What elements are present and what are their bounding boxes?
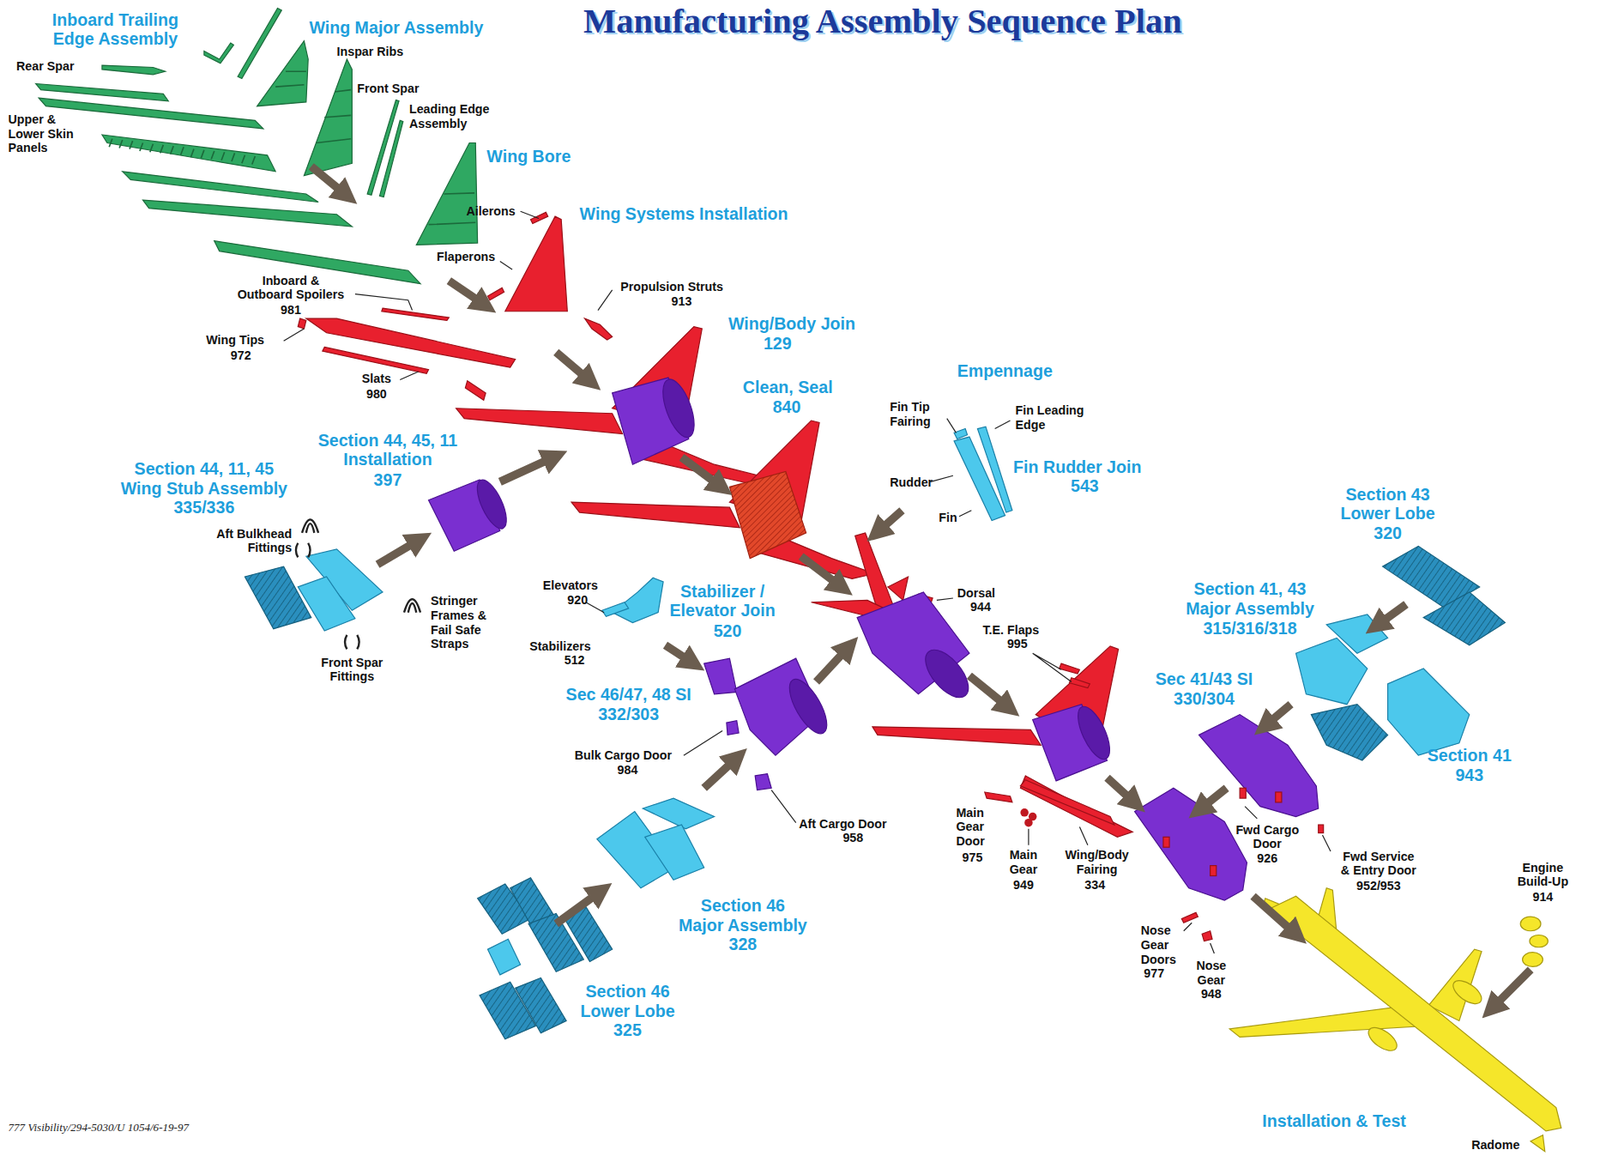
part-label: Inboard & Outboard Spoilers <box>235 273 346 302</box>
stage-heading: Wing Systems Installation <box>579 204 789 224</box>
callout-number: 332/303 <box>597 704 659 725</box>
stage-heading: Section 46 Major Assembly <box>676 895 809 935</box>
callout-number: 975 <box>962 850 984 865</box>
part-label: Slats <box>362 371 392 387</box>
part-label: Front Spar Fittings <box>313 655 391 684</box>
part-label: Front Spar <box>356 81 419 97</box>
callout-number: 943 <box>1455 765 1484 785</box>
stage-heading: Clean, Seal <box>742 377 834 398</box>
part-label: Stringer Frames & Fail Safe Straps <box>430 593 499 652</box>
part-label: Fwd Cargo Door <box>1231 822 1304 852</box>
callout-number: 328 <box>729 934 758 954</box>
callout-number: 952/953 <box>1356 878 1401 894</box>
part-label: Wing Tips <box>205 332 265 348</box>
callout-number: 520 <box>713 621 743 641</box>
callout-number: 980 <box>366 386 387 402</box>
part-label: Nose Gear <box>1190 958 1232 987</box>
callout-number: 984 <box>617 761 639 777</box>
stage-heading: Inboard Trailing Edge Assembly <box>38 10 192 49</box>
stage-heading: Section 46 Lower Lobe <box>571 981 684 1021</box>
stage-heading: Section 41 <box>1427 745 1512 766</box>
stage-heading: Sec 41/43 SI <box>1155 669 1253 689</box>
callout-number: 913 <box>671 294 693 309</box>
part-label: Upper & Lower Skin Panels <box>8 112 85 156</box>
part-label: Aft Cargo Door <box>798 816 887 832</box>
part-label: Fwd Service & Entry Door <box>1337 849 1419 878</box>
stage-heading: Empennage <box>957 361 1053 381</box>
part-label: Dorsal <box>957 585 996 601</box>
part-label: Aft Bulkhead Fittings <box>199 526 292 556</box>
callout-number: 397 <box>374 470 403 490</box>
stage-heading: Section 44, 11, 45 Wing Stub Assembly <box>116 458 293 498</box>
part-label: Elevators <box>543 578 598 593</box>
callout-number: 944 <box>970 599 991 615</box>
part-label: Main Gear <box>1002 847 1045 876</box>
callout-number: 512 <box>564 652 586 668</box>
stage-heading: Section 43 Lower Lobe <box>1331 484 1444 524</box>
callout-number: 926 <box>1256 851 1278 866</box>
part-label: Radome <box>1471 1137 1520 1153</box>
part-label: Leading Edge Assembly <box>409 102 503 131</box>
callout-number: 840 <box>772 397 802 417</box>
stage-heading: Fin Rudder Join <box>1013 457 1142 477</box>
callout-number: 914 <box>1532 889 1553 905</box>
stage-heading: Wing Bore <box>486 146 571 167</box>
callout-number: 949 <box>1013 877 1034 893</box>
callout-number: 315/316/318 <box>1202 618 1297 639</box>
callout-number: 334 <box>1084 877 1105 893</box>
part-label: Fin Tip Fairing <box>889 399 948 429</box>
part-label: Ailerons <box>466 204 516 219</box>
part-label: Bulk Cargo Door <box>574 748 672 763</box>
callout-number: 958 <box>842 830 864 846</box>
stage-heading: Section 41, 43 Major Assembly <box>1178 579 1323 619</box>
part-label: Flaperons <box>436 249 496 265</box>
stage-heading: Wing/Body Join <box>728 313 856 334</box>
callout-number: 320 <box>1373 523 1402 544</box>
callout-number: 129 <box>763 333 792 354</box>
part-label: Fin <box>938 510 957 526</box>
callout-number: 995 <box>1007 636 1028 652</box>
part-label: Engine Build-Up <box>1512 860 1574 889</box>
part-label: Propulsion Struts <box>620 279 724 295</box>
callout-number: 920 <box>567 592 588 608</box>
stage-heading: Stabilizer / Elevator Join <box>658 581 787 621</box>
stage-heading: Wing Major Assembly <box>308 18 484 38</box>
stage-heading: Installation & Test <box>1261 1110 1407 1131</box>
callout-number: 981 <box>280 302 302 318</box>
part-label: Stabilizers <box>529 639 591 654</box>
part-label: Main Gear Door <box>955 804 1003 848</box>
callout-number: 948 <box>1201 986 1222 1002</box>
callout-number: 330/304 <box>1173 688 1235 709</box>
diagram-title: Manufacturing Assembly Sequence Plan <box>583 1 1183 40</box>
part-label: Inspar Ribs <box>337 44 405 60</box>
stage-heading: Section 44, 45, 11 Installation <box>298 430 477 470</box>
callout-number: 977 <box>1143 966 1165 981</box>
footer-note: 777 Visibility/294-5030/U 1054/6-19-97 <box>8 1120 190 1134</box>
part-label: T.E. Flaps <box>982 622 1039 638</box>
part-label: Wing/Body Fairing <box>1058 847 1136 876</box>
part-label: Fin Leading Edge <box>1014 403 1107 432</box>
part-label: Rear Spar <box>16 59 74 74</box>
callout-number: 972 <box>230 348 252 363</box>
part-label: Rudder <box>889 475 933 490</box>
callout-number: 543 <box>1070 476 1099 496</box>
stage-heading: Sec 46/47, 48 SI <box>566 684 692 705</box>
callout-number: 325 <box>613 1020 642 1040</box>
callout-number: 335/336 <box>173 497 235 518</box>
part-label: Nose Gear Doors <box>1141 923 1183 967</box>
